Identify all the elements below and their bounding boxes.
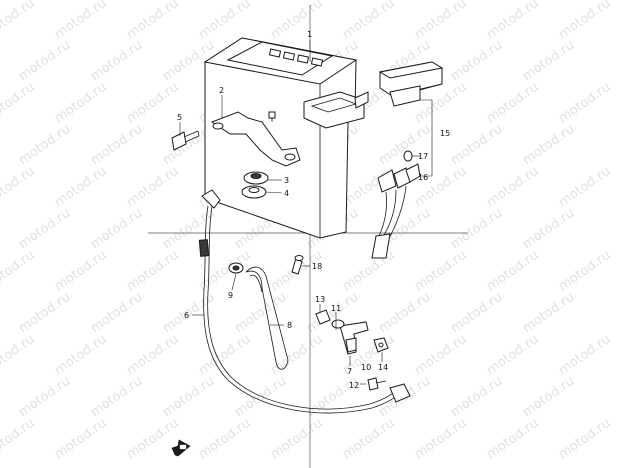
callout-13: 13 [315,295,325,304]
callout-11: 11 [331,304,341,313]
leader-lines [179,40,383,385]
callout-3: 3 [284,176,289,185]
indicator-lamp-unit [378,61,444,107]
callout-18: 18 [312,262,322,271]
grommet-upper [243,171,269,185]
callout-6: 6 [184,311,189,320]
instrument-meter-assembly [203,37,369,239]
callout-7: 7 [347,367,352,376]
bulb-socket-set [371,150,421,259]
washer-11 [331,319,345,329]
cable-grommet [228,262,244,274]
callout-12: 12 [349,381,359,390]
callout-14: 14 [378,363,388,372]
callout-1: 1 [307,30,312,39]
callout-10: 10 [361,363,371,372]
callout-17: 17 [418,152,428,161]
screw-12 [367,377,387,391]
nut-13 [315,309,331,325]
callout-9: 9 [228,291,233,300]
callout-5: 5 [177,113,182,122]
speedometer-cable [198,189,411,414]
callout-2: 2 [219,86,224,95]
screw-18 [291,255,304,275]
front-arrow-icon [171,439,191,457]
callout-8: 8 [287,321,292,330]
callout-labels: 1 2 3 4 5 6 7 8 9 10 11 12 13 14 15 16 1… [177,30,450,390]
callout-15: 15 [440,129,450,138]
mounting-bolt [171,130,200,151]
callout-16: 16 [418,173,428,182]
cable-guide-clamp [245,266,289,370]
callout-4: 4 [284,189,289,198]
screw-10 [345,337,357,353]
nut-14 [373,337,389,353]
grommet-lower [241,185,267,199]
meter-bracket [210,111,301,167]
